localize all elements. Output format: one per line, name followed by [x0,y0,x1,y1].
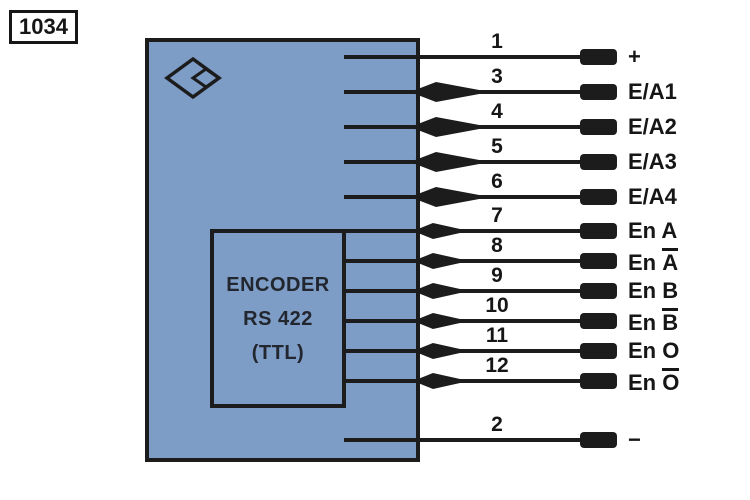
pin-connector [580,253,617,269]
pin-number: 10 [485,294,509,317]
input-arrow-icon [413,253,469,269]
pin-connector [580,223,617,239]
pin-number: 11 [485,324,509,347]
device-body [145,38,420,462]
bidirectional-arrow-icon [410,152,490,172]
pin-label: E/A4 [628,184,677,209]
encoder-label-line3: (TTL) [251,341,305,364]
pin-number: 4 [491,100,503,123]
input-arrow-icon [413,283,469,299]
pin-number: 3 [491,65,503,88]
pin-label: En B [628,308,679,335]
pin-connector [580,119,617,135]
pin-number: 8 [491,234,503,257]
wire-line [344,438,581,442]
encoder-label-line1: ENCODER [226,273,330,296]
pin-connector [580,49,617,65]
pin-connector [580,432,617,448]
pin-connector [580,84,617,100]
pin-connector [580,343,617,359]
bidirectional-arrow-icon [410,82,490,102]
overline-mark: B [662,308,679,335]
pin-label: E/A3 [628,149,677,174]
pin-number: 2 [491,413,503,436]
encoder-label-line2: RS 422 [243,307,313,330]
wire-line [344,55,581,59]
overline-mark: O [662,368,680,395]
input-arrow-icon [413,343,469,359]
pin-label: + [628,44,641,69]
bidirectional-arrow-icon [410,117,490,137]
pin-connector [580,283,617,299]
pin-label: En A [628,218,678,243]
pin-label: E/A2 [628,114,677,139]
pin-number: 7 [491,204,503,227]
bidirectional-arrow-icon [410,187,490,207]
pin-label: − [628,427,641,452]
pin-label: En O [628,338,680,363]
pin-number: 12 [485,354,509,377]
diagram-number-badge: 1034 [9,10,78,44]
pin-label: En B [628,278,679,303]
pin-label: En O [628,368,680,395]
input-arrow-icon [413,223,469,239]
pin-label: En A [628,248,679,275]
input-arrow-icon [413,313,469,329]
pin-number: 9 [491,264,503,287]
pin-connector [580,189,617,205]
pin-connector [580,373,617,389]
pin-number: 5 [491,135,503,158]
pin-number: 6 [491,170,503,193]
overline-mark: A [662,248,679,275]
diamond-logo-icon [164,56,222,100]
pin-label: E/A1 [628,79,677,104]
pin-connector [580,313,617,329]
pin-number: 1 [491,30,503,53]
pin-connector [580,154,617,170]
encoder-module: ENCODER RS 422 (TTL) [210,229,346,408]
input-arrow-icon [413,373,469,389]
